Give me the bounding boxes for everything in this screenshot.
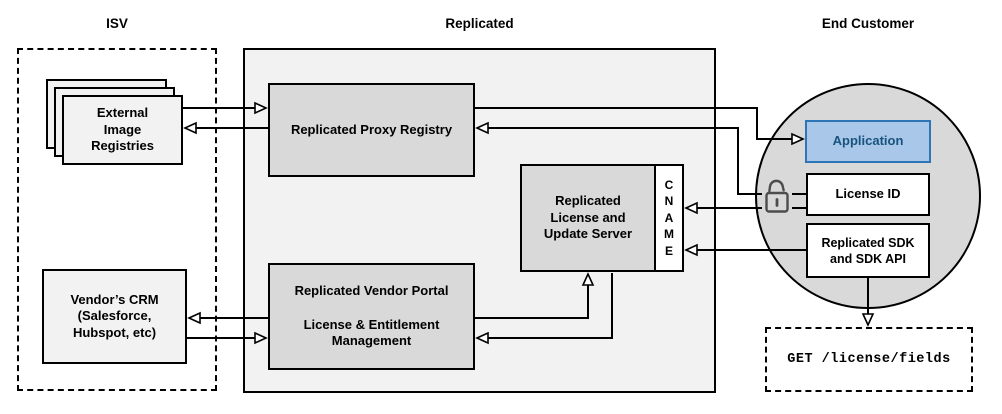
replicated-sdk-label: Replicated SDK and SDK API [821, 235, 915, 266]
section-header-replicated: Replicated [445, 16, 514, 31]
replicated-sdk-node: Replicated SDK and SDK API [806, 223, 930, 278]
vendors-crm-node: Vendor’s CRM (Salesforce, Hubspot, etc) [42, 269, 187, 364]
license-id-label: License ID [835, 186, 901, 202]
application-node: Application [805, 120, 931, 163]
section-header-end-customer: End Customer [821, 16, 915, 31]
replicated-vendor-portal-label: Replicated Vendor Portal License & Entit… [294, 283, 449, 349]
replicated-license-update-server-label: Replicated License and Update Server [543, 193, 633, 242]
replicated-vendor-portal-node: Replicated Vendor Portal License & Entit… [268, 263, 475, 370]
arrowhead [861, 313, 875, 327]
replicated-proxy-registry-node: Replicated Proxy Registry [268, 83, 475, 177]
replicated-license-update-server-node: Replicated License and Update Server [520, 164, 656, 272]
section-header-isv: ISV [106, 16, 128, 31]
vendors-crm-label: Vendor’s CRM (Salesforce, Hubspot, etc) [70, 291, 159, 340]
cname-node: CNAME [654, 164, 684, 272]
replicated-proxy-registry-label: Replicated Proxy Registry [290, 121, 453, 137]
get-license-fields-box: GET /license/fields [765, 327, 973, 392]
cname-label: CNAME [664, 177, 674, 258]
license-id-node: License ID [806, 173, 930, 216]
application-label: Application [832, 133, 904, 149]
external-image-registries-label: External Image Registries [91, 105, 154, 154]
external-image-registries-node: External Image Registries [62, 95, 183, 165]
get-license-fields-label: GET /license/fields [787, 352, 951, 367]
